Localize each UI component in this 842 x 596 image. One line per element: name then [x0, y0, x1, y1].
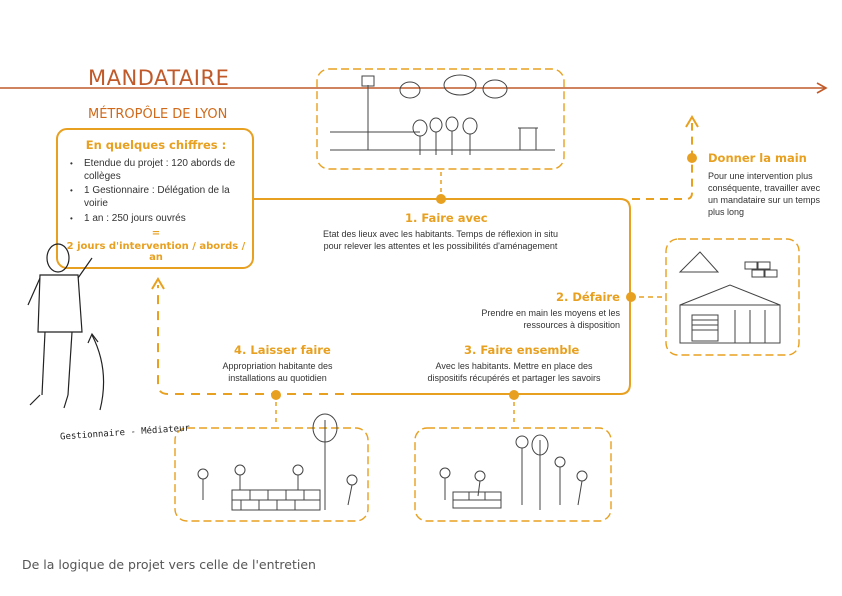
node-step1: [436, 194, 446, 204]
step-3-title: 3. Faire ensemble: [464, 343, 580, 357]
summary-heading: En quelques chiffres :: [85, 138, 227, 152]
step-3-text: Avec les habitants. Mettre en place des …: [427, 361, 601, 383]
summary-bullet: • 1 Gestionnaire : Délégation de la voir…: [70, 185, 230, 209]
step-1-text: Etat des lieux avec les habitants. Temps…: [323, 229, 558, 251]
handoff-title: Donner la main: [708, 151, 807, 165]
loop-arrowhead: [151, 277, 165, 290]
handoff-branch: [632, 123, 693, 200]
page-title: MANDATAIRE: [88, 66, 230, 90]
step-4-text: Appropriation habitante des installation…: [222, 361, 333, 383]
node-handoff: [687, 153, 697, 163]
node-step4: [271, 390, 281, 400]
illustration-faire-avec: [316, 68, 565, 170]
sketch-wall-people-1: [197, 413, 358, 511]
step-2-text: Prendre en main les moyens et les ressou…: [481, 308, 620, 330]
step-4-title: 4. Laisser faire: [234, 343, 331, 357]
footer-caption: De la logique de projet vers celle de l'…: [22, 557, 316, 572]
illustration-laisser-faire: [174, 427, 369, 522]
bullet-dot-icon: •: [70, 214, 73, 223]
summary-bullet: • 1 an : 250 jours ouvrés: [70, 213, 186, 224]
sketch-building: [678, 251, 781, 344]
page-subtitle: MÉTROPÔLE DE LYON: [88, 107, 228, 122]
summary-equals: =: [151, 228, 161, 239]
summary-bullet: • Etendue du projet : 120 abords de coll…: [70, 158, 236, 182]
mediator-figure: [27, 243, 105, 411]
sketch-wall-people-2: [439, 434, 588, 510]
maintenance-loop-dashed: [157, 285, 360, 395]
node-step2: [626, 292, 636, 302]
summary-highlight: 2 jours d'intervention / abords / an: [66, 241, 246, 263]
illustration-defaire: [665, 238, 800, 356]
timeline-arrowhead: [816, 82, 828, 94]
handoff-arrowhead: [685, 115, 699, 128]
illustration-faire-ensemble: [414, 427, 612, 522]
bullet-dot-icon: •: [70, 186, 73, 195]
step-2-title: 2. Défaire: [556, 290, 620, 304]
sketch-street-scene: [330, 74, 555, 155]
bullet-dot-icon: •: [70, 159, 73, 168]
handoff-text: Pour une intervention plus conséquente, …: [708, 171, 821, 217]
node-step3: [509, 390, 519, 400]
step-1-title: 1. Faire avec: [405, 211, 488, 225]
